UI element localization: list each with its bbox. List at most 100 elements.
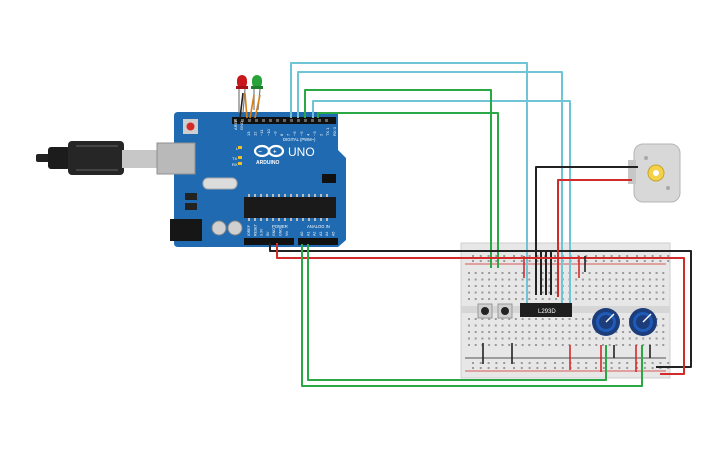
breadboard-hole[interactable] — [608, 272, 611, 274]
breadboard-hole[interactable] — [555, 278, 558, 281]
breadboard-hole[interactable] — [508, 318, 511, 320]
breadboard-hole[interactable] — [615, 337, 618, 340]
breadboard-hole[interactable] — [555, 331, 558, 333]
breadboard-hole[interactable] — [548, 278, 551, 281]
breadboard-hole[interactable] — [575, 318, 578, 320]
breadboard-hole[interactable] — [501, 272, 504, 274]
breadboard-hole[interactable] — [655, 331, 658, 333]
breadboard-hole[interactable] — [474, 285, 477, 287]
breadboard-hole[interactable] — [615, 291, 618, 294]
rail-hole[interactable] — [610, 260, 613, 262]
breadboard-hole[interactable] — [615, 272, 618, 274]
breadboard-hole[interactable] — [595, 344, 598, 346]
breadboard-hole[interactable] — [622, 324, 625, 327]
breadboard-hole[interactable] — [514, 337, 517, 340]
breadboard-hole[interactable] — [541, 291, 544, 294]
breadboard-hole[interactable] — [628, 272, 631, 274]
rail-hole[interactable] — [487, 362, 490, 364]
breadboard-hole[interactable] — [548, 298, 551, 300]
rail-hole[interactable] — [585, 362, 588, 364]
breadboard-hole[interactable] — [555, 344, 558, 346]
breadboard-hole[interactable] — [555, 272, 558, 274]
rail-hole[interactable] — [651, 362, 654, 364]
breadboard-hole[interactable] — [555, 285, 558, 287]
rail-hole[interactable] — [636, 255, 638, 257]
breadboard-hole[interactable] — [474, 324, 477, 327]
led-red[interactable] — [236, 75, 248, 114]
breadboard-hole[interactable] — [595, 272, 598, 274]
rail-hole[interactable] — [595, 260, 597, 262]
breadboard-hole[interactable] — [468, 331, 470, 333]
rail-hole[interactable] — [651, 367, 654, 369]
breadboard-hole[interactable] — [501, 331, 504, 333]
breadboard-hole[interactable] — [494, 324, 497, 327]
rail-hole[interactable] — [487, 260, 490, 262]
breadboard-hole[interactable] — [494, 318, 497, 320]
rail-hole[interactable] — [472, 255, 474, 257]
breadboard-hole[interactable] — [494, 272, 497, 274]
breadboard-hole[interactable] — [508, 324, 511, 327]
rail-hole[interactable] — [503, 362, 506, 364]
breadboard-hole[interactable] — [648, 298, 651, 300]
breadboard-hole[interactable] — [575, 337, 578, 340]
rail-hole[interactable] — [520, 255, 523, 257]
rail-hole[interactable] — [595, 367, 597, 369]
breadboard-hole[interactable] — [488, 285, 491, 287]
breadboard-hole[interactable] — [575, 272, 578, 274]
breadboard-hole[interactable] — [628, 285, 631, 287]
breadboard-hole[interactable] — [588, 298, 591, 300]
breadboard-hole[interactable] — [595, 278, 598, 281]
breadboard-hole[interactable] — [514, 298, 517, 300]
rail-hole[interactable] — [651, 260, 654, 262]
breadboard-hole[interactable] — [514, 291, 517, 294]
rail-hole[interactable] — [602, 362, 605, 364]
rail-hole[interactable] — [610, 362, 613, 364]
rail-hole[interactable] — [554, 255, 556, 257]
breadboard-hole[interactable] — [481, 337, 484, 340]
breadboard-hole[interactable] — [588, 324, 591, 327]
breadboard-hole[interactable] — [655, 337, 658, 340]
breadboard-hole[interactable] — [481, 324, 484, 327]
rail-hole[interactable] — [618, 255, 621, 257]
breadboard-hole[interactable] — [602, 337, 604, 340]
breadboard-hole[interactable] — [528, 331, 531, 333]
breadboard-hole[interactable] — [508, 285, 511, 287]
rail-hole[interactable] — [643, 362, 646, 364]
breadboard-hole[interactable] — [581, 272, 584, 274]
breadboard-hole[interactable] — [581, 331, 584, 333]
breadboard-hole[interactable] — [528, 298, 531, 300]
breadboard-hole[interactable] — [648, 291, 651, 294]
breadboard-hole[interactable] — [561, 324, 564, 327]
rail-hole[interactable] — [595, 255, 597, 257]
rail-hole[interactable] — [487, 255, 490, 257]
breadboard-hole[interactable] — [474, 337, 477, 340]
rail-hole[interactable] — [610, 367, 613, 369]
breadboard-hole[interactable] — [608, 291, 611, 294]
breadboard-hole[interactable] — [648, 278, 651, 281]
breadboard-hole[interactable] — [608, 344, 611, 346]
rail-hole[interactable] — [602, 367, 605, 369]
breadboard-hole[interactable] — [541, 331, 544, 333]
breadboard-hole[interactable] — [662, 291, 665, 294]
breadboard-hole[interactable] — [501, 337, 504, 340]
rail-hole[interactable] — [503, 255, 506, 257]
breadboard-hole[interactable] — [488, 324, 491, 327]
breadboard-hole[interactable] — [521, 285, 524, 287]
breadboard-hole[interactable] — [468, 318, 470, 320]
breadboard-hole[interactable] — [575, 278, 578, 281]
breadboard-hole[interactable] — [642, 337, 645, 340]
rail-hole[interactable] — [602, 255, 605, 257]
breadboard-hole[interactable] — [588, 337, 591, 340]
breadboard-hole[interactable] — [481, 318, 484, 320]
breadboard-hole[interactable] — [541, 324, 544, 327]
rail-hole[interactable] — [487, 367, 490, 369]
dc-motor[interactable] — [628, 143, 681, 203]
breadboard-hole[interactable] — [501, 285, 504, 287]
breadboard-hole[interactable] — [494, 298, 497, 300]
breadboard-hole[interactable] — [528, 291, 531, 294]
breadboard-hole[interactable] — [575, 324, 578, 327]
push-button[interactable] — [497, 303, 513, 319]
rail-hole[interactable] — [520, 367, 523, 369]
breadboard-hole[interactable] — [655, 298, 658, 300]
